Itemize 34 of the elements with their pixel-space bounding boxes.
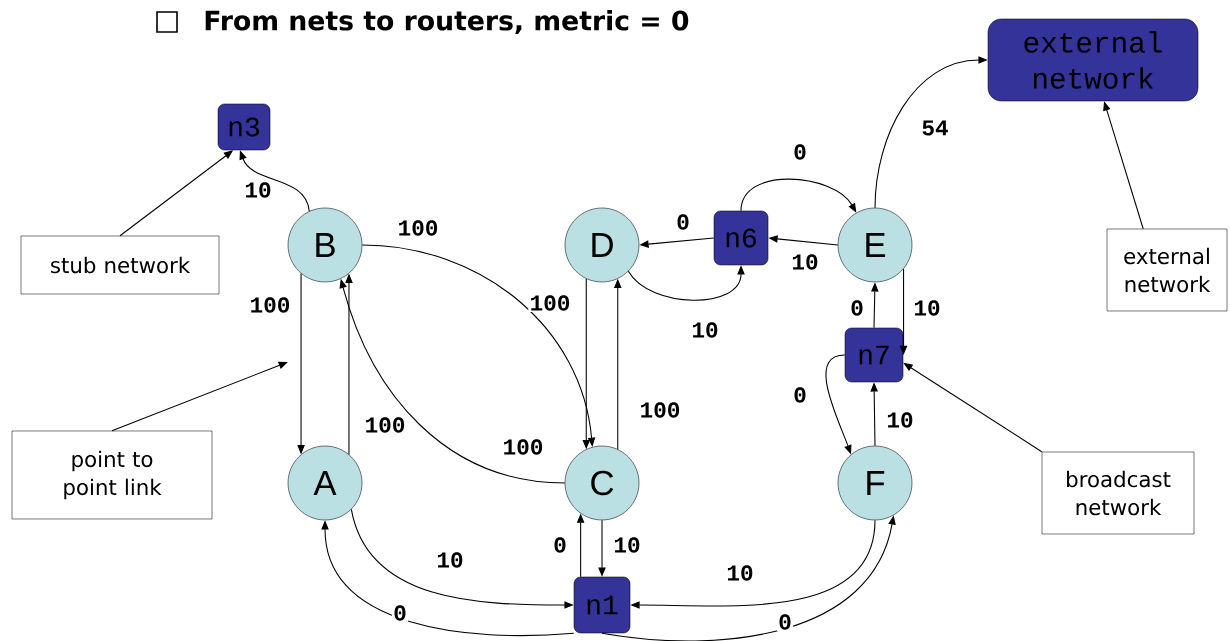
network-box: n6 [713,210,769,266]
callout-box: broadcast network [1041,451,1195,535]
edge-label: 0 [674,212,692,231]
callout-box: stub network [20,235,220,295]
edge-label: 100 [528,293,572,312]
edge-label: 10 [790,252,820,271]
edge-label: 100 [638,400,682,419]
edge-label: 100 [248,295,292,314]
edge-label: 100 [363,415,407,434]
edge-label: 10 [435,550,465,569]
edge-label: 0 [791,142,809,161]
callout-box: external network [1106,228,1228,312]
edge-label: 0 [791,385,809,404]
network-box: n7 [844,327,904,383]
edge-label: 100 [396,218,440,237]
edge-label: 0 [776,612,794,631]
edge-label: 100 [501,437,545,456]
edge-label: 10 [243,180,273,199]
edge-label: 0 [391,603,409,622]
edge-label: 10 [885,410,915,429]
edge-label: 54 [920,119,950,137]
edge-label: 0 [551,535,569,554]
edge-label: 0 [848,298,866,317]
edge-label: 10 [690,320,720,339]
callout-box: point to point link [11,430,213,520]
edge-label: 10 [725,563,755,582]
network-box: n3 [217,103,271,151]
edge-label: 10 [912,298,942,317]
title: From nets to routers, metric = 0 [205,9,689,34]
arrow [361,244,596,447]
network-box: n1 [573,576,631,634]
network-box: external network [987,18,1199,102]
leader-line [111,361,288,432]
edge-label: 10 [612,535,642,554]
